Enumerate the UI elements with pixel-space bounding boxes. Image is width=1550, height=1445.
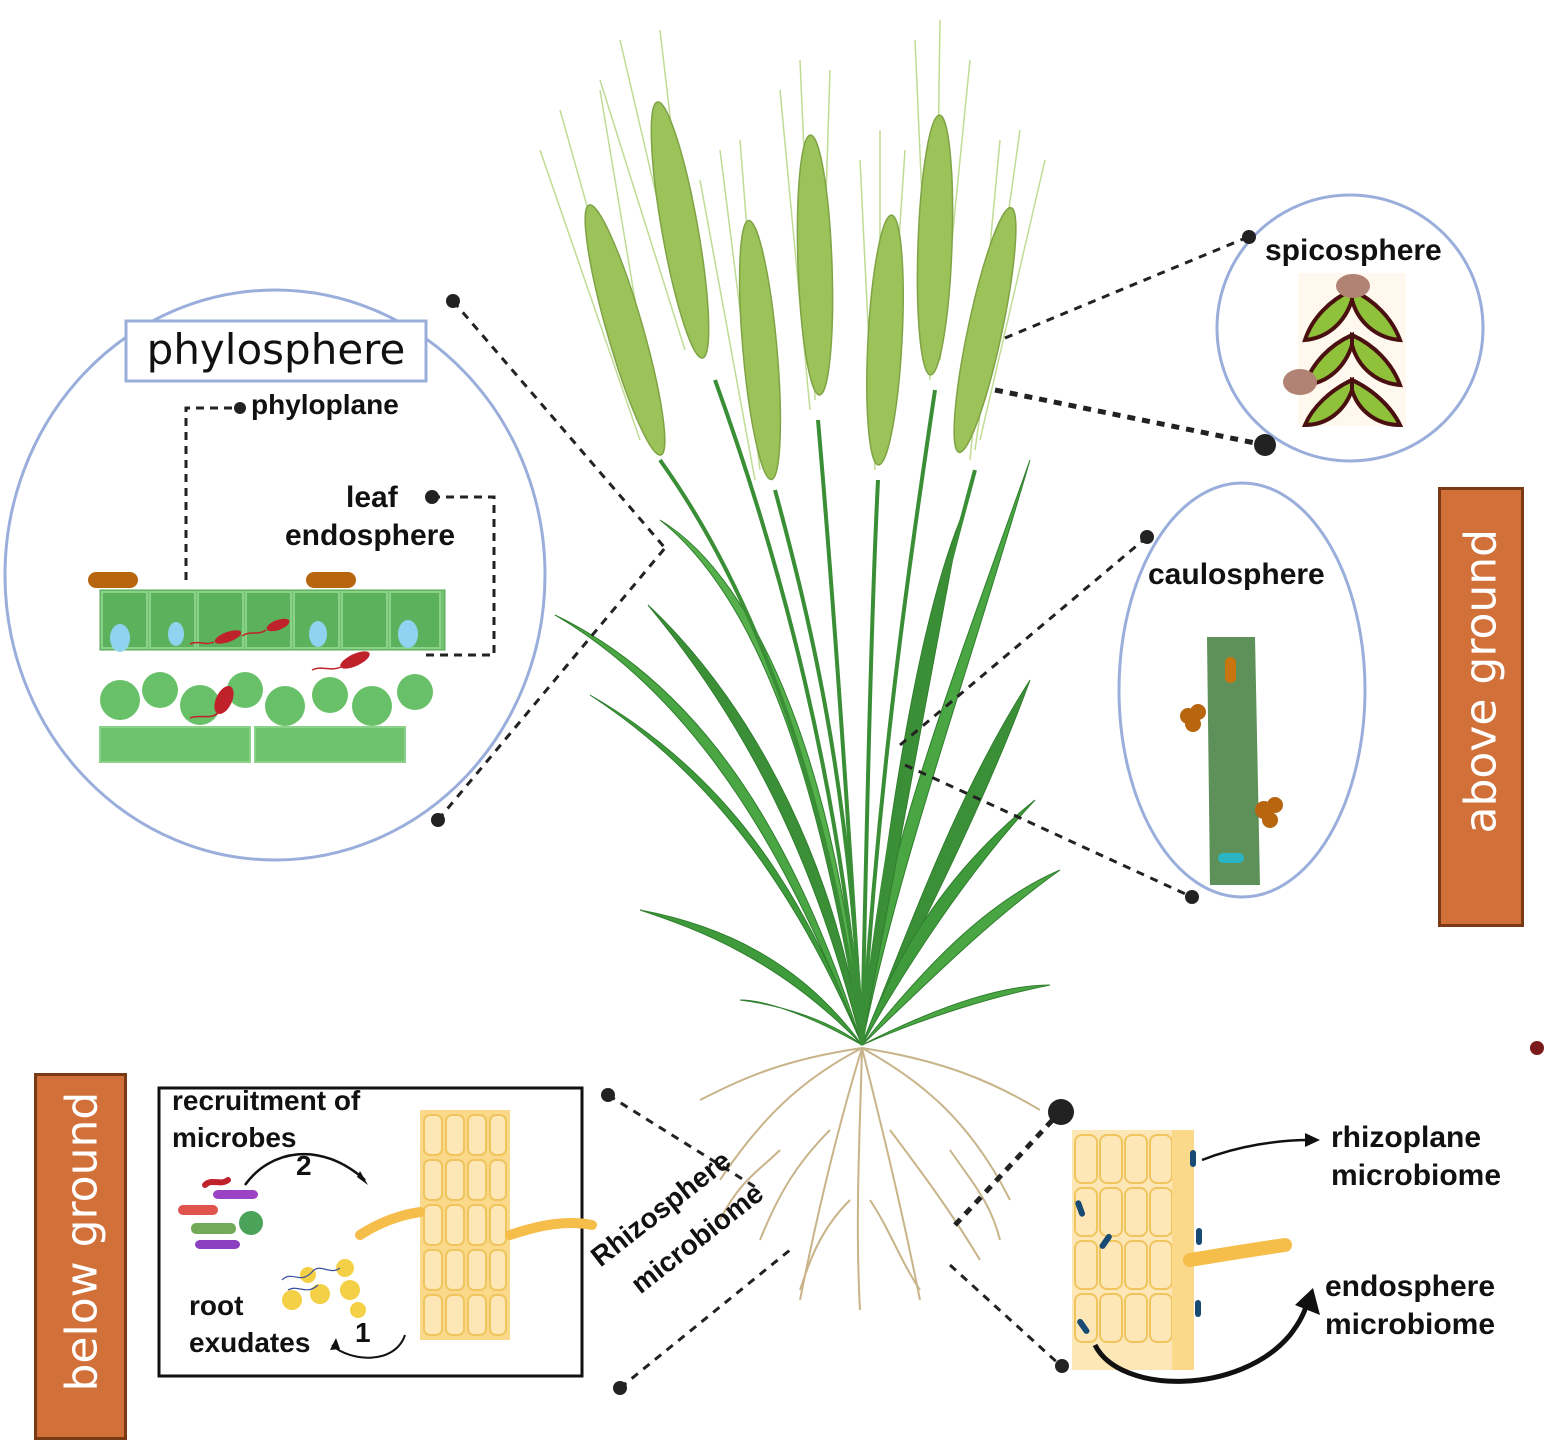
phylosphere-circle: [3, 288, 547, 862]
leaf-endosphere-label: endosphere: [285, 519, 456, 552]
plant-stems: [658, 379, 977, 1046]
recruitment-label: recruitment of: [172, 1085, 361, 1116]
endosphere-microbiome-label: microbiome: [1325, 1308, 1496, 1341]
phylosphere-title: phylosphere: [146, 325, 406, 374]
below-connector-lines: [607, 1093, 1062, 1390]
below-ground-label: below ground: [56, 1091, 108, 1392]
connector-dots: [431, 230, 1276, 904]
phyloplane-label: phyloplane: [251, 389, 399, 420]
below-ground-box: below ground: [34, 1073, 127, 1440]
above-ground-label: above ground: [1455, 528, 1507, 834]
leaf-label: leaf: [346, 481, 398, 514]
spicosphere-circle: [1215, 193, 1485, 463]
step-1-label: 1: [355, 1317, 371, 1348]
endosphere-root-label: endosphere: [1325, 1270, 1496, 1303]
caulosphere-circle: [1117, 481, 1367, 899]
ground-line: [35, 1041, 1544, 1055]
plant-leaves: [554, 459, 1061, 1046]
microbes-label: microbes: [172, 1122, 297, 1153]
rhizoplane-microbiome-label: microbiome: [1331, 1159, 1502, 1192]
rhizoplane-label: rhizoplane: [1331, 1121, 1482, 1154]
root-label: root: [189, 1290, 244, 1321]
recruitment-panel: [157, 1086, 597, 1378]
spicosphere-label: spicosphere: [1265, 234, 1442, 267]
exudates-label: exudates: [189, 1327, 311, 1358]
below-connector-dots: [601, 1088, 1074, 1395]
root-detail: [1072, 1130, 1320, 1384]
wheat-spikes: [584, 101, 1017, 481]
above-ground-box: above ground: [1438, 487, 1524, 927]
connector-lines: [436, 235, 1266, 899]
caulosphere-label: caulosphere: [1148, 558, 1325, 591]
plant-roots: [699, 1047, 1041, 1311]
step-2-label: 2: [296, 1150, 312, 1181]
